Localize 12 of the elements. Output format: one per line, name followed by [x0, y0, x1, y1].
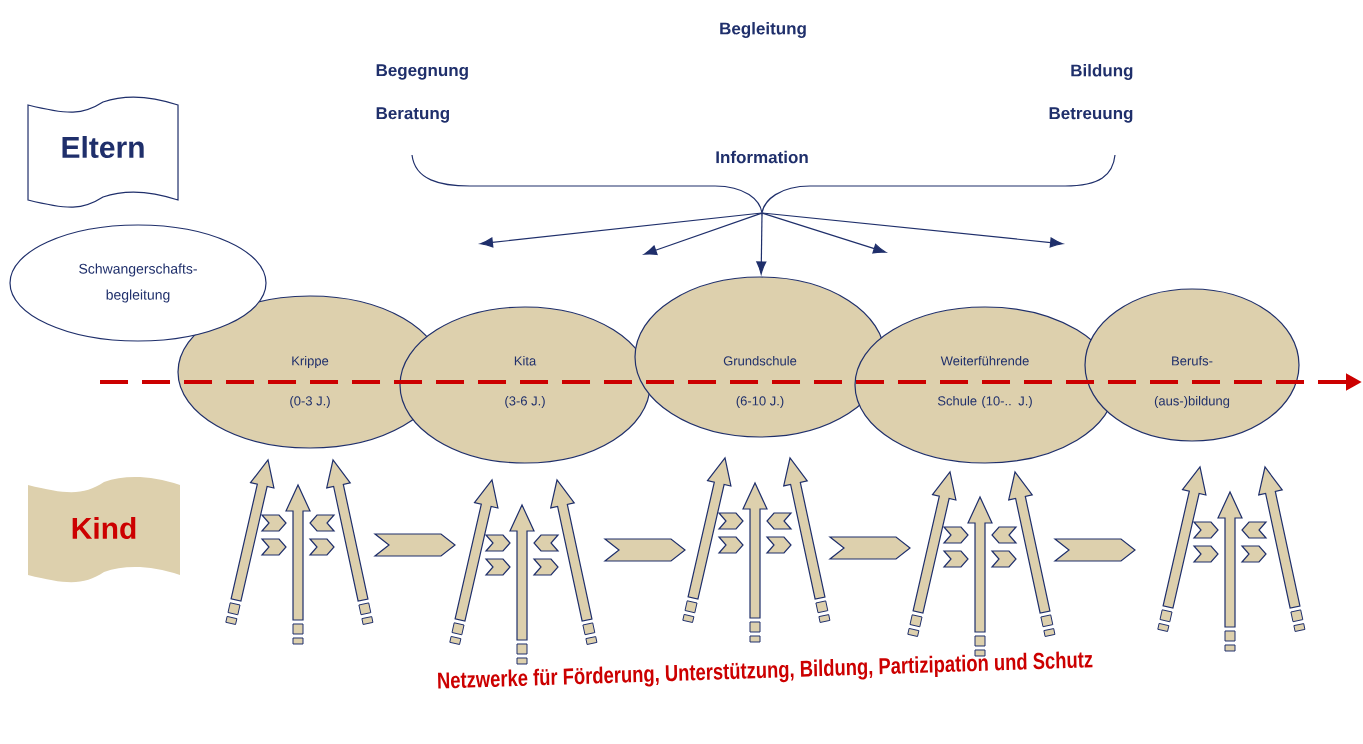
network-caption: Netzwerke für Förderung, Unterstützung, Bildung, Partizipation und Schutz [438, 651, 1093, 689]
label: Betreuung [1049, 107, 1133, 123]
label: Information [716, 150, 808, 164]
label: Bildung [1071, 64, 1133, 80]
arrow [643, 212, 763, 256]
label: Begleitung [720, 22, 806, 38]
banner-flag: Kind [28, 477, 180, 583]
arrow [756, 212, 767, 275]
label: Begegnung [376, 64, 468, 80]
arrow [761, 212, 1064, 248]
label: Beratung [376, 107, 449, 123]
banner-flag: Eltern [27, 96, 179, 208]
